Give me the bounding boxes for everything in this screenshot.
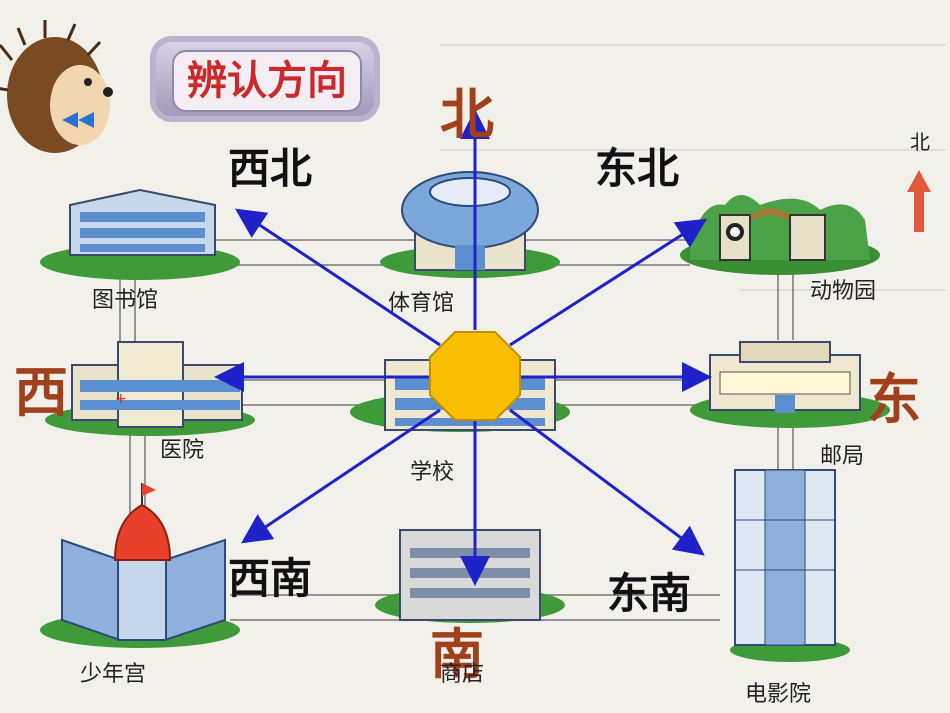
place-school: 学校: [410, 454, 454, 486]
place-shop: 商店: [440, 656, 484, 688]
place-youth-palace: 少年宫: [80, 656, 146, 688]
library-building: [40, 190, 240, 280]
cinema-building: [730, 470, 850, 662]
north-indicator-arrow-icon: [907, 170, 931, 232]
center-octagon: [430, 332, 520, 420]
direction-north: 北: [440, 70, 494, 149]
direction-northeast: 东北: [595, 135, 679, 196]
gym-building: [380, 172, 560, 278]
title-plaque: 辨认方向: [150, 36, 380, 122]
place-library: 图书馆: [92, 282, 158, 314]
post-office-building: [690, 342, 890, 428]
direction-southwest: 西南: [228, 545, 312, 606]
compass-indicator-label: 北: [910, 126, 930, 155]
direction-northwest: 西北: [228, 135, 312, 196]
direction-southeast: 东南: [607, 560, 691, 621]
svg-text:+: +: [115, 391, 127, 407]
direction-east: 东: [867, 355, 921, 434]
hospital-building: +: [45, 342, 255, 436]
place-post-office: 邮局: [820, 438, 864, 470]
place-gym: 体育馆: [388, 285, 454, 317]
place-cinema: 电影院: [745, 676, 811, 708]
place-hospital: 医院: [160, 432, 204, 464]
zoo-building: [680, 195, 880, 275]
hedgehog-mascot-icon: [0, 20, 113, 153]
direction-west: 西: [14, 348, 68, 427]
page-title: 辨认方向: [172, 50, 362, 112]
place-zoo: 动物园: [810, 273, 876, 305]
arrow-northwest: [240, 212, 440, 345]
youth-palace-building: [40, 483, 240, 648]
